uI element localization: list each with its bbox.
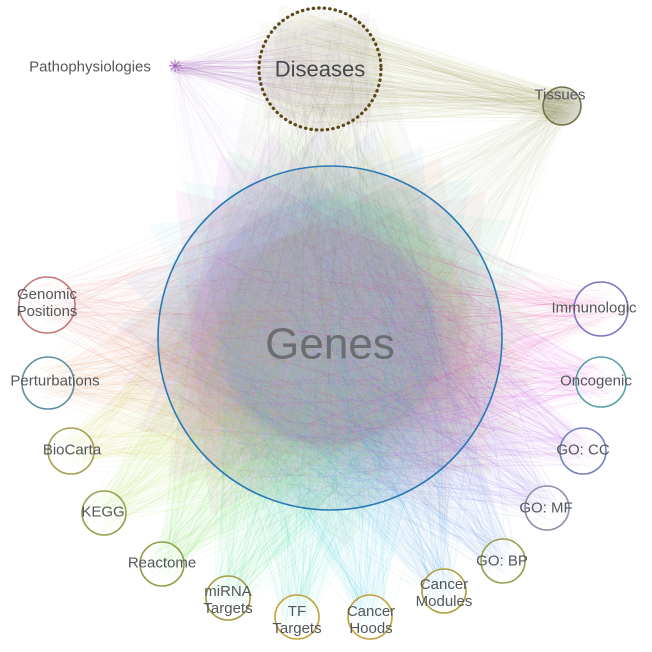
edge-beam-genes-oncogenic <box>167 154 603 478</box>
node-diseases[interactable] <box>257 6 383 132</box>
edge-fan-genes-go-cc <box>187 190 602 483</box>
edge-beam-genes-reactome <box>154 130 544 570</box>
edge-fan-diseases-pathophysiologies <box>169 20 377 127</box>
node-fill-diseases <box>259 8 381 130</box>
edge-beam-diseases-pathophysiologies <box>174 11 370 128</box>
edge-fan-pathophysiologies-tissues <box>170 61 577 120</box>
node-cancer-modules[interactable] <box>421 568 467 614</box>
edge-fan-diseases-genes <box>173 11 488 505</box>
edge-fan-genes-immunologic <box>172 182 623 472</box>
node-go-mf[interactable] <box>524 485 570 531</box>
edge-fan-genes-cancer-hoods <box>177 173 474 633</box>
edge-beam-genes-go-cc <box>137 132 588 461</box>
edge-beam-diseases-tissues <box>263 4 564 119</box>
edge-fan-genes-go-bp <box>175 173 519 578</box>
edge-beam-genes-tf-targets <box>183 182 509 619</box>
node-perturbations[interactable] <box>21 356 75 410</box>
edge-beam-genes-perturbations <box>46 154 492 478</box>
line-layer <box>25 11 623 634</box>
edge-fan-tissues-genes <box>173 91 578 498</box>
edge-beam-genes-immunologic <box>175 190 603 516</box>
beam-layer <box>45 4 603 619</box>
edge-beam-genes-biocarta <box>66 133 522 461</box>
edge-beam-genes-kegg <box>97 124 539 521</box>
edge-fan-genes-reactome <box>148 209 458 580</box>
node-layer <box>18 6 629 640</box>
node-tissues[interactable] <box>542 86 582 126</box>
node-genomic-positions[interactable] <box>18 276 76 334</box>
node-oncogenic[interactable] <box>575 356 627 408</box>
node-immunologic[interactable] <box>573 281 629 337</box>
edge-beam-genes-go-bp <box>116 129 511 568</box>
edge-beam-genes-cancer-modules <box>124 145 454 596</box>
node-pathophysiologies[interactable]: ✳ <box>167 57 183 76</box>
node-kegg[interactable] <box>81 490 127 536</box>
edge-beam-genes-genomic-positions <box>45 191 486 517</box>
edge-beam-genes-cancer-hoods <box>148 178 473 619</box>
node-biocarta[interactable] <box>47 427 95 475</box>
edge-fan-genes-tf-targets <box>172 173 484 634</box>
edge-beam-genes-mirna-targets <box>218 150 533 602</box>
node-fill-genes <box>158 166 502 510</box>
node-genes[interactable] <box>157 165 503 511</box>
edge-fan-diseases-tissues <box>263 11 577 125</box>
node-cancer-hoods[interactable] <box>347 594 393 640</box>
edge-fan-genes-genomic-positions <box>25 174 473 502</box>
edge-fan-genes-cancer-modules <box>179 172 491 608</box>
edge-fan-genes-go-mf <box>167 182 564 525</box>
edge-fan-genes-kegg <box>88 177 486 529</box>
node-mirna-targets[interactable] <box>205 575 251 621</box>
node-go-bp[interactable] <box>480 538 526 584</box>
edge-fan-genes-biocarta <box>53 174 477 502</box>
node-tf-targets[interactable] <box>274 594 320 640</box>
edge-fan-genes-mirna-targets <box>175 180 496 614</box>
base-layer <box>158 8 502 510</box>
edge-fan-genes-oncogenic <box>174 175 620 504</box>
node-reactome[interactable] <box>139 541 185 587</box>
node-go-cc[interactable] <box>559 427 607 475</box>
edge-beam-genes-go-mf <box>120 124 554 516</box>
